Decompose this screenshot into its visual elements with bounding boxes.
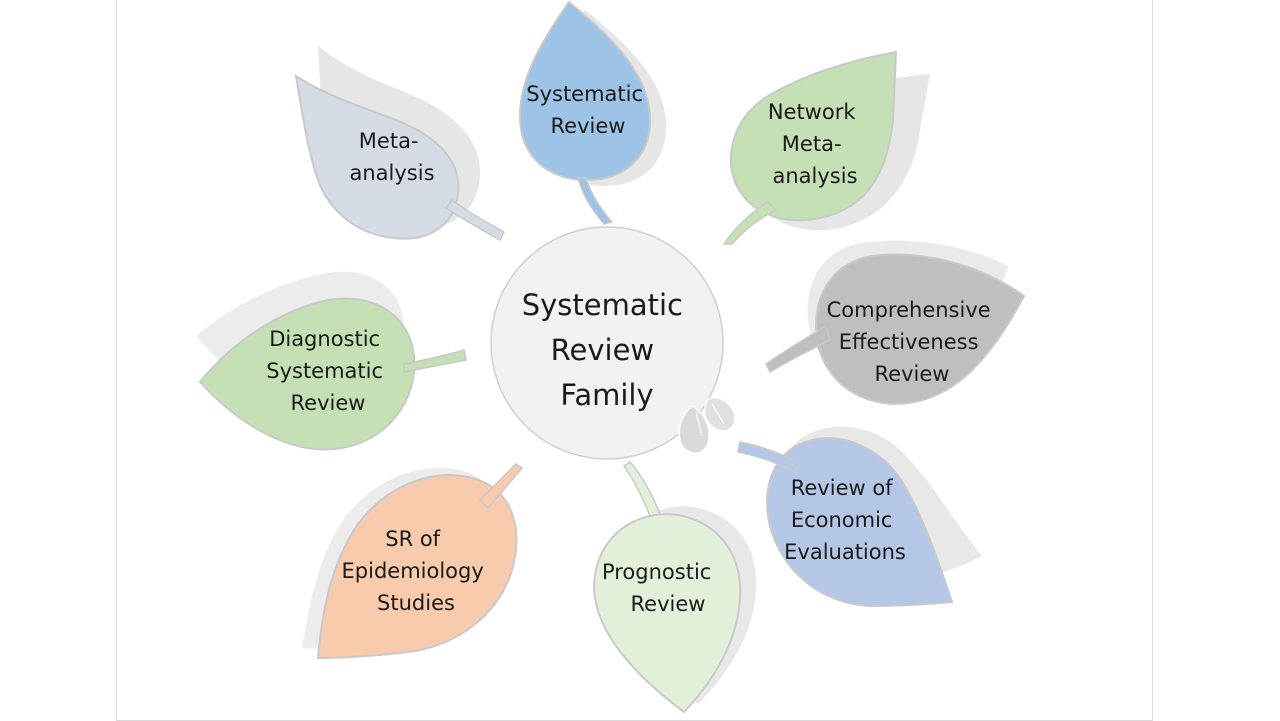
leaf-comprehensive-effectiveness-review: Comprehensive Effectiveness Review xyxy=(765,240,1026,406)
leaf-sr-of-epidemiology-studies: SR of Epidemiology Studies xyxy=(302,463,524,660)
small-leaves-icon xyxy=(678,396,736,454)
leaf-label: Comprehensive Effectiveness Review xyxy=(827,298,998,386)
leaf-label: Review of Economic Evaluations xyxy=(784,476,906,564)
leaf-label: Meta- analysis xyxy=(349,129,434,185)
leaf-label: SR of Epidemiology Studies xyxy=(342,527,491,615)
leaf-network-meta-analysis: Network Meta- analysis xyxy=(722,50,930,245)
leaf-label: Network Meta- analysis xyxy=(768,100,862,188)
leaf-label: Prognostic Review xyxy=(602,560,718,616)
center-circle: Systematic Review Family xyxy=(490,226,724,460)
leaf-prognostic-review: Prognostic Review xyxy=(592,461,757,714)
leaf-systematic-review: Systematic Review xyxy=(518,0,666,225)
leaf-review-of-economic-evaluations: Review of Economic Evaluations xyxy=(737,426,982,608)
leaf-label: Diagnostic Systematic Review xyxy=(266,327,389,415)
leaf-label: Systematic Review xyxy=(526,82,649,138)
center-title: Systematic Review Family xyxy=(522,288,693,412)
leaf-diagnostic-systematic-review: Diagnostic Systematic Review xyxy=(196,271,467,451)
leaf-meta-analysis: Meta- analysis xyxy=(294,46,505,242)
